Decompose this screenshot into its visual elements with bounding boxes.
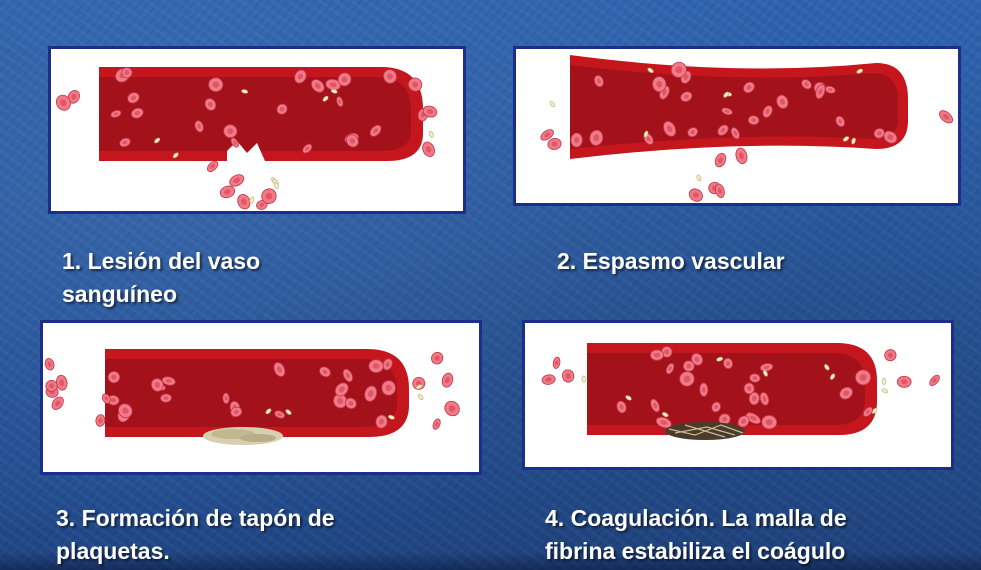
platelet-icon (249, 196, 255, 203)
step-1-text-2: sanguíneo (62, 278, 260, 311)
panel-platelet-plug (40, 320, 482, 475)
step-3-caption: 3. Formación de tapón de plaquetas. (56, 502, 335, 568)
blood-vessel-illustration (99, 67, 423, 161)
step-4-text-1: Coagulación. La malla de (571, 505, 847, 531)
platelet-icon (696, 174, 702, 181)
step-2-line-1: 2. Espasmo vascular (557, 245, 785, 278)
panel-vascular-spasm (513, 46, 961, 206)
vessel-lumen (105, 359, 397, 427)
step-4-caption: 4. Coagulación. La malla de fibrina esta… (545, 502, 847, 568)
platelet-icon (428, 131, 434, 138)
panel-coagulation (522, 320, 954, 470)
step-4-text-2: fibrina estabiliza el coágulo (545, 535, 847, 568)
platelet-icon (582, 376, 586, 382)
platelet-icon (417, 393, 424, 400)
blood-vessel-illustration (587, 343, 877, 435)
vascular-spasm-illustration (516, 49, 958, 203)
platelet-plug-illustration (43, 323, 479, 472)
blood-vessel-illustration (105, 349, 409, 437)
step-4-number: 4. (545, 505, 564, 531)
coagulation-illustration (525, 323, 951, 467)
panel-vessel-injury (48, 46, 466, 214)
platelet-icon (882, 378, 886, 385)
platelet-icon (881, 388, 888, 394)
fibrin-clot-icon (665, 422, 745, 440)
step-2-number: 2. (557, 248, 576, 274)
escaping-cells (205, 159, 279, 211)
step-3-number: 3. (56, 505, 75, 531)
escaping-cells (687, 147, 749, 203)
platelet-plug-icon (203, 427, 283, 445)
step-1-line-1: 1. Lesión del vaso (62, 245, 260, 278)
step-4-line-1: 4. Coagulación. La malla de (545, 502, 847, 535)
step-1-caption: 1. Lesión del vaso sanguíneo (62, 245, 260, 311)
vessel-lumen (99, 77, 411, 151)
vessel-injury-illustration (51, 49, 463, 211)
step-1-text-1: Lesión del vaso (88, 248, 261, 274)
step-3-line-1: 3. Formación de tapón de (56, 502, 335, 535)
step-1-number: 1. (62, 248, 81, 274)
step-2-caption: 2. Espasmo vascular (557, 245, 785, 278)
step-3-text-2: plaquetas. (56, 535, 335, 568)
step-3-text-1: Formación de tapón de (82, 505, 335, 531)
platelet-icon (549, 100, 556, 107)
step-2-text-1: Espasmo vascular (583, 248, 785, 274)
